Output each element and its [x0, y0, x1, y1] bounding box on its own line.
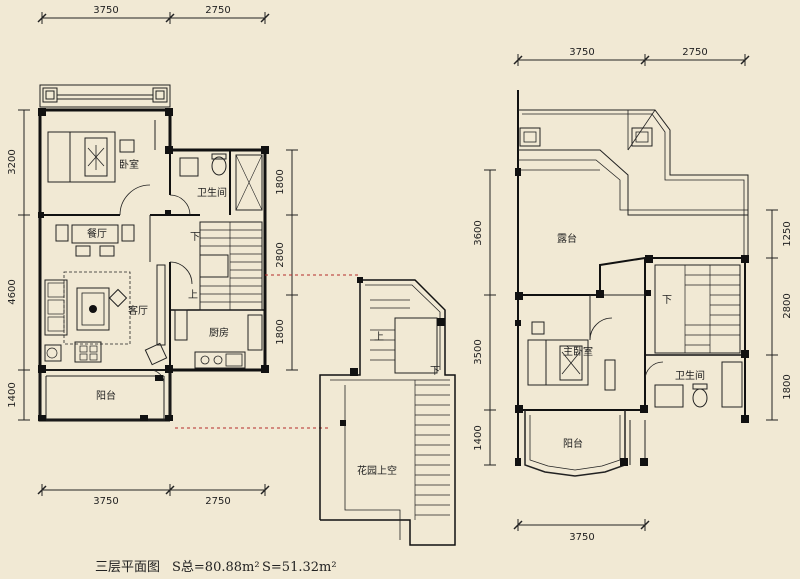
room-master-bedroom: 主卧室: [563, 345, 593, 358]
right-dim-top-2: 2750: [682, 47, 707, 58]
left-dim-right-2: 2800: [275, 242, 286, 267]
left-bottom-dimension: [37, 484, 270, 496]
right-dim-left-3: 1400: [473, 425, 484, 450]
caption-title: 三层平面图: [95, 560, 160, 575]
right-dim-left-2: 3500: [473, 339, 484, 364]
stair-up-label: 上: [188, 289, 198, 301]
stair-down-label: 下: [190, 232, 200, 243]
right-dim-bottom-1: 3750: [569, 532, 594, 543]
left-dim-left-3: 1400: [7, 382, 18, 407]
room-dining: 餐厅: [87, 227, 107, 240]
left-dim-left-2: 4600: [7, 279, 18, 304]
room-balcony: 阳台: [96, 389, 116, 402]
right-top-dimension: [513, 54, 750, 66]
right-dim-right-2: 2800: [782, 293, 793, 318]
room-bedroom: 卧室: [119, 158, 139, 171]
alignment-connectors: [175, 274, 360, 429]
right-left-dimension: [484, 169, 496, 466]
middle-stair-up-label: 上: [374, 331, 384, 343]
room-terrace: 露台: [557, 232, 577, 245]
left-dim-bottom-2: 2750: [205, 496, 230, 507]
right-dim-left-1: 3600: [473, 220, 484, 245]
middle-stair-down-label: 下: [430, 366, 440, 377]
room-kitchen: 厨房: [209, 326, 229, 339]
left-dim-right-3: 1800: [275, 319, 286, 344]
room-right-bathroom: 卫生间: [675, 369, 705, 382]
right-dim-top-1: 3750: [569, 47, 594, 58]
caption-area-total: S总=80.88m²: [172, 560, 260, 575]
room-bathroom: 卫生间: [197, 186, 227, 199]
right-right-dimension: [766, 209, 778, 421]
left-dim-top-2: 2750: [205, 5, 230, 16]
right-stair-down-label: 下: [662, 295, 672, 306]
left-dim-right-1: 1800: [275, 169, 286, 194]
left-floor-plan: [18, 12, 298, 496]
caption-area: S=51.32m²: [262, 560, 337, 575]
room-right-balcony: 阳台: [563, 437, 583, 450]
right-dim-right-1: 1250: [782, 221, 793, 246]
left-top-dimension: [37, 12, 270, 24]
middle-floor-plan: [319, 277, 456, 546]
room-living: 客厅: [128, 304, 148, 317]
left-side-dimension: [18, 109, 30, 421]
right-floor-plan: [484, 54, 778, 531]
left-dim-bottom-1: 3750: [93, 496, 118, 507]
right-bottom-dimension: [513, 519, 650, 531]
right-side-dimension: [286, 149, 298, 371]
left-dim-left-1: 3200: [7, 149, 18, 174]
room-garden-void: 花园上空: [357, 464, 397, 477]
right-dim-right-3: 1800: [782, 374, 793, 399]
left-dim-top-1: 3750: [93, 5, 118, 16]
